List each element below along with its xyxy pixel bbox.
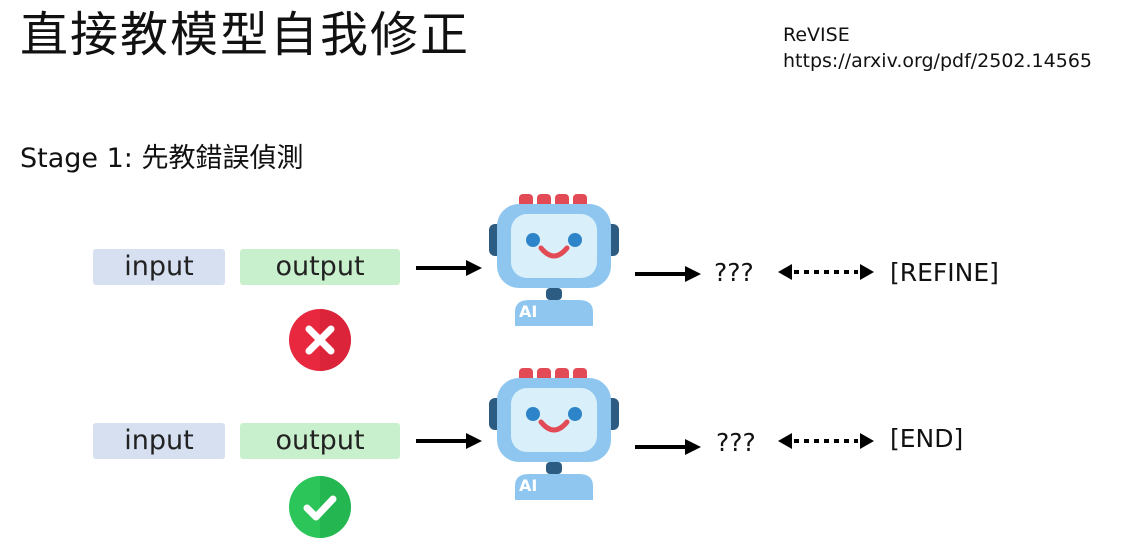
arrow-right-icon <box>635 439 701 455</box>
end-token: [END] <box>890 424 964 453</box>
reference: ReVISE https://arxiv.org/pdf/2502.14565 <box>783 22 1092 74</box>
check-icon <box>289 476 351 538</box>
prediction-text: ??? <box>716 428 756 457</box>
reference-url[interactable]: https://arxiv.org/pdf/2502.14565 <box>783 50 1092 72</box>
prediction-text: ??? <box>714 258 754 287</box>
bidirectional-dotted-arrow-icon <box>778 433 874 449</box>
page-title: 直接教模型自我修正 <box>20 7 471 63</box>
input-box: input <box>93 423 225 459</box>
robot-icon <box>489 368 619 500</box>
arrow-right-icon <box>635 266 701 282</box>
robot-badge: AI <box>519 302 538 321</box>
input-box: input <box>93 249 225 285</box>
stage-label: Stage 1: 先教錯誤偵測 <box>20 143 304 174</box>
output-box: output <box>240 249 400 285</box>
robot-badge: AI <box>519 476 538 495</box>
robot-icon <box>489 194 619 326</box>
bidirectional-dotted-arrow-icon <box>778 264 874 280</box>
reference-name: ReVISE <box>783 24 850 46</box>
cross-icon <box>289 309 351 371</box>
output-box: output <box>240 423 400 459</box>
arrow-right-icon <box>416 433 482 449</box>
refine-token: [REFINE] <box>890 258 999 287</box>
arrow-right-icon <box>416 260 482 276</box>
